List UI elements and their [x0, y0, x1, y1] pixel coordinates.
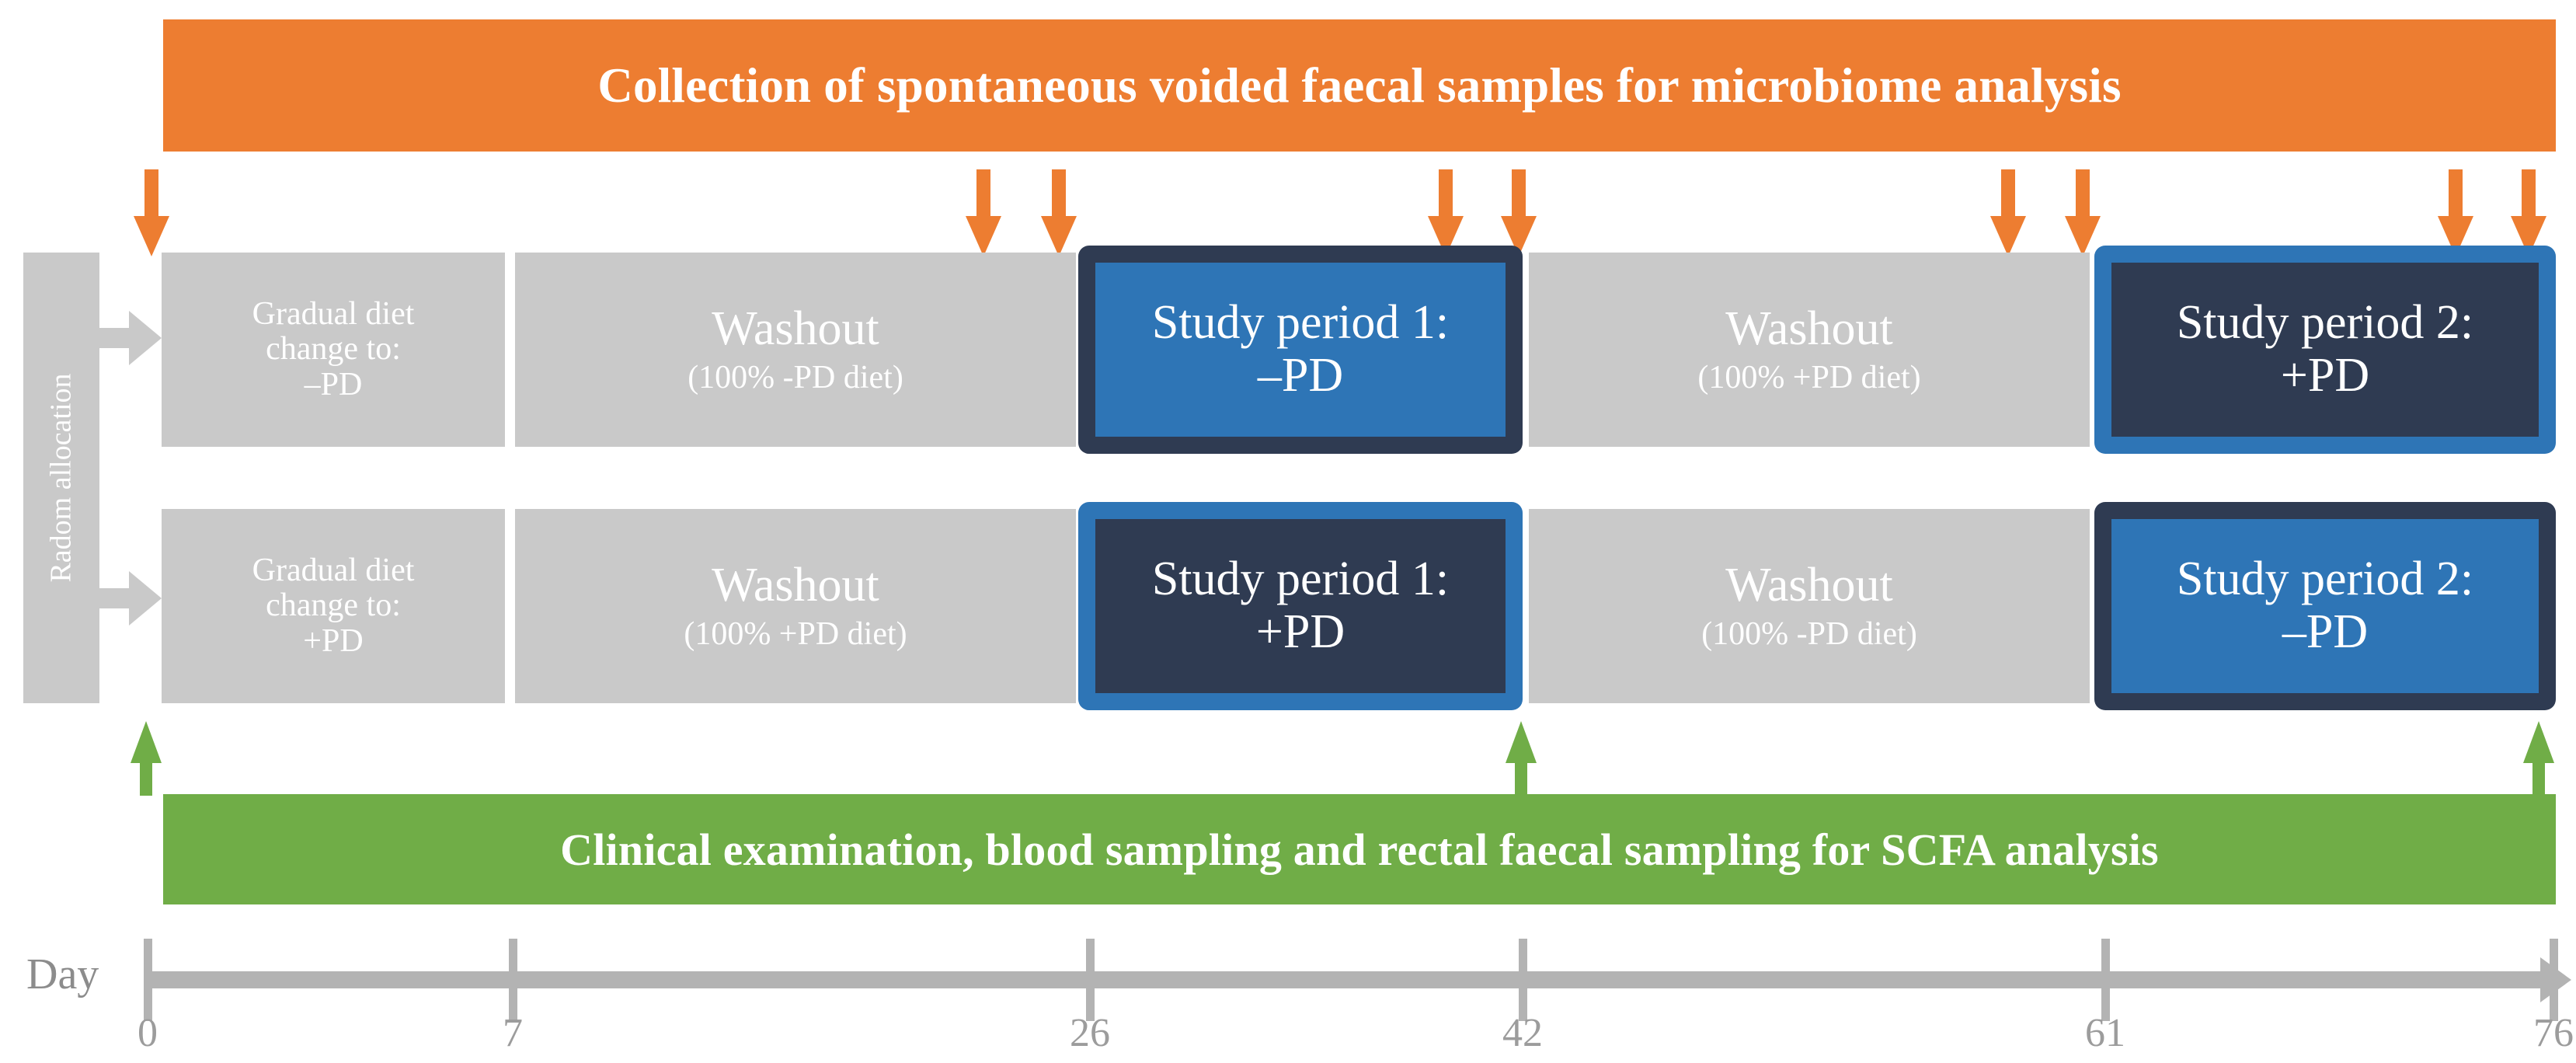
phase-box-gradual-diet-arm2: Gradual diet change to: +PD	[162, 509, 505, 703]
phase-box-study-period-2-arm1: Study period 2: +PD	[2094, 246, 2556, 454]
phase-line-2: (100% -PD diet)	[1701, 616, 1917, 653]
clinical-sampling-banner-text: Clinical examination, blood sampling and…	[560, 824, 2159, 875]
timeline-tick-label: 76	[2533, 1011, 2574, 1055]
phase-line-2: (100% -PD diet)	[688, 360, 903, 396]
phase-line-2: –PD	[1257, 349, 1344, 403]
random-allocation-label: Radom allocation	[45, 373, 78, 583]
phase-box-washout-1-arm1: Washout (100% -PD diet)	[515, 253, 1076, 447]
timeline-tick	[144, 939, 152, 1021]
timeline-tick-label: 7	[503, 1011, 523, 1055]
phase-line-1: Gradual diet	[252, 552, 415, 588]
phase-box-gradual-diet-arm1: Gradual diet change to: –PD	[162, 253, 505, 447]
clinical-sampling-banner: Clinical examination, blood sampling and…	[163, 794, 2556, 904]
timeline-tick	[509, 939, 517, 1021]
phase-line-1: Gradual diet	[252, 295, 415, 332]
timeline-tick-label: 61	[2085, 1011, 2125, 1055]
phase-line-2: +PD	[1255, 605, 1345, 659]
phase-line-1: Washout	[712, 302, 879, 356]
green-up-arrow-icon	[131, 721, 162, 796]
timeline-axis-label: Day	[26, 950, 99, 999]
phase-box-washout-1-arm2: Washout (100% +PD diet)	[515, 509, 1076, 703]
timeline-tick	[2550, 939, 2558, 1021]
phase-line-2: –PD	[2282, 605, 2369, 659]
phase-box-washout-2-arm2: Washout (100% -PD diet)	[1529, 509, 2090, 703]
phase-line-2: (100% +PD diet)	[1697, 360, 1921, 396]
orange-down-arrow-icon	[1501, 169, 1537, 256]
orange-down-arrow-icon	[134, 169, 169, 256]
phase-box-study-period-2-arm2: Study period 2: –PD	[2094, 502, 2556, 710]
green-up-arrow-icon	[1506, 721, 1537, 796]
allocation-arrow-icon	[99, 311, 162, 365]
phase-line-1: Washout	[1725, 559, 1893, 612]
orange-down-arrow-icon	[1990, 169, 2026, 256]
phase-line-1: Washout	[1725, 302, 1893, 356]
orange-down-arrow-icon	[1428, 169, 1464, 256]
phase-line-3: +PD	[303, 622, 364, 659]
phase-line-2: change to:	[266, 331, 401, 368]
phase-line-1: Study period 2:	[2176, 552, 2474, 606]
microbiome-sampling-banner-text: Collection of spontaneous voided faecal …	[597, 58, 2122, 113]
phase-line-3: –PD	[304, 366, 363, 403]
timeline-tick	[2101, 939, 2110, 1021]
phase-line-2: change to:	[266, 587, 401, 624]
phase-box-study-period-1-arm1: Study period 1: –PD	[1078, 246, 1523, 454]
phase-line-1: Study period 1:	[1151, 552, 1450, 606]
green-up-arrow-icon	[2523, 721, 2554, 796]
timeline-tick	[1086, 939, 1095, 1021]
phase-line-2: +PD	[2280, 349, 2370, 403]
phase-box-study-period-1-arm2: Study period 1: +PD	[1078, 502, 1523, 710]
orange-down-arrow-icon	[2065, 169, 2101, 256]
random-allocation-bar	[23, 253, 99, 703]
timeline-tick-label: 42	[1502, 1011, 1543, 1055]
phase-box-washout-2-arm1: Washout (100% +PD diet)	[1529, 253, 2090, 447]
microbiome-sampling-banner: Collection of spontaneous voided faecal …	[163, 19, 2556, 152]
allocation-arrow-icon	[99, 571, 162, 626]
phase-line-1: Study period 2:	[2176, 296, 2474, 350]
orange-down-arrow-icon	[966, 169, 1001, 256]
phase-line-1: Study period 1:	[1151, 296, 1450, 350]
phase-line-1: Washout	[712, 559, 879, 612]
phase-line-2: (100% +PD diet)	[684, 616, 907, 653]
orange-down-arrow-icon	[1041, 169, 1077, 256]
timeline-tick-label: 26	[1070, 1011, 1110, 1055]
orange-down-arrow-icon	[2511, 169, 2546, 256]
orange-down-arrow-icon	[2438, 169, 2473, 256]
timeline-tick-label: 0	[138, 1011, 158, 1055]
timeline-tick	[1519, 939, 1527, 1021]
timeline-axis-line	[148, 971, 2552, 988]
